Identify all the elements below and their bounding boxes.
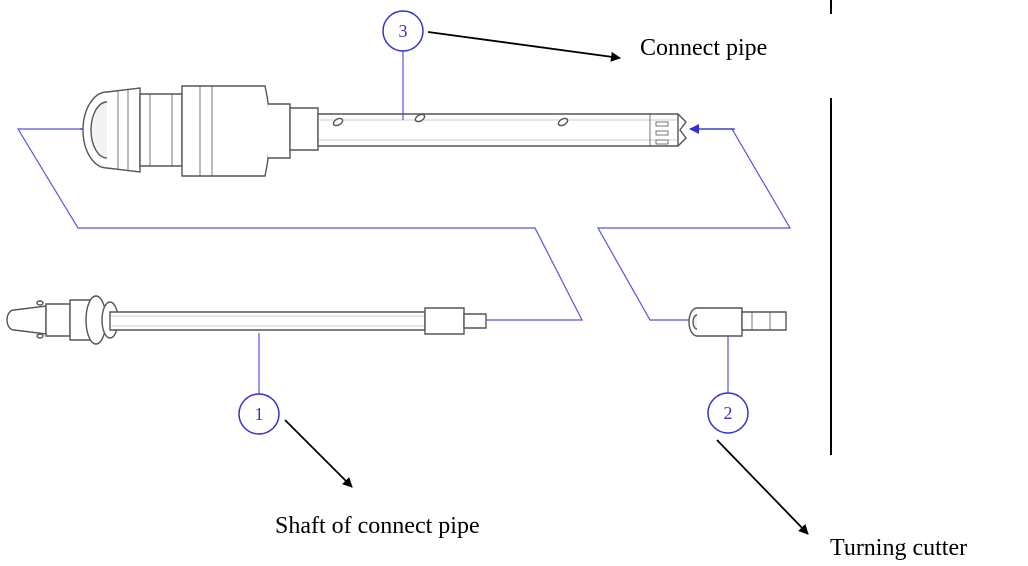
connect-pipe-part [82, 85, 687, 177]
turning-cutter-label: Turning cutter [830, 535, 968, 561]
shaft-of-connect-pipe-label: Shaft of connect pipe [275, 513, 480, 539]
callout-1: 1 [238, 393, 280, 435]
callout-2: 2 [707, 392, 749, 434]
shaft-part [6, 295, 487, 345]
turning-cutter-part [688, 307, 787, 337]
assembly-path-right [596, 128, 792, 321]
assembly-path-left [16, 128, 583, 321]
callout-3-number: 3 [399, 21, 408, 41]
callout-2-number: 2 [724, 403, 733, 423]
callout-1-number: 1 [255, 404, 264, 424]
pointer-arrow-connect-pipe [427, 31, 621, 62]
pointer-arrow-turning-cutter [716, 439, 809, 535]
connect-pipe-label: Connect pipe [640, 35, 768, 61]
pointer-arrow-shaft [284, 419, 353, 488]
callout-3: 3 [382, 10, 424, 52]
